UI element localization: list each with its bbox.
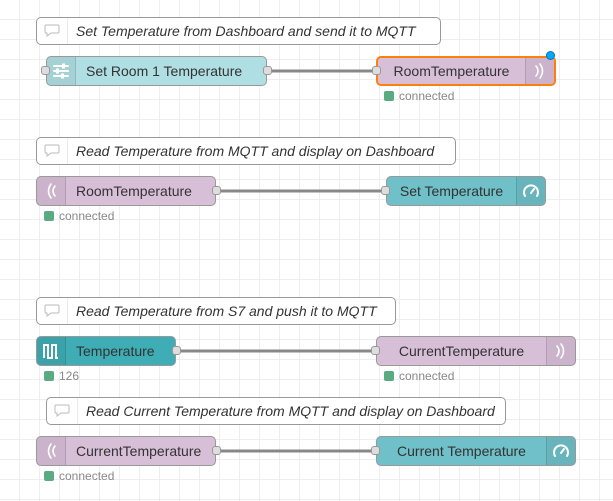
node-label: RoomTemperature [393,63,510,79]
input-port[interactable] [381,186,390,195]
status-value: 126 [44,369,79,383]
input-port[interactable] [371,346,380,355]
node-label: CurrentTemperature [398,343,525,359]
mqtt-out-node[interactable]: CurrentTemperature [371,336,576,366]
node-label: Set Room 1 Temperature [86,63,243,79]
bridge-icon [37,437,66,465]
bridge-icon [546,337,575,365]
status-connected: connected [44,469,114,483]
bridge-icon [37,177,66,205]
mqtt-in-node[interactable]: CurrentTemperature [36,436,221,466]
comment-icon [37,18,68,44]
comment-text: Set Temperature from Dashboard and send … [76,23,416,39]
gauge-icon [516,177,545,205]
comment-node[interactable]: Set Temperature from Dashboard and send … [36,17,441,45]
s7-in-node[interactable]: Temperature [36,336,181,366]
status-dot [44,211,54,221]
input-port[interactable] [372,66,381,75]
output-port[interactable] [172,346,181,355]
gauge-node[interactable]: Current Temperature [371,436,576,466]
node-label: CurrentTemperature [76,443,202,459]
output-port[interactable] [212,186,221,195]
gauge-node[interactable]: Set Temperature [381,176,546,206]
output-port[interactable] [263,66,272,75]
status-text: connected [59,469,115,483]
comment-node[interactable]: Read Temperature from S7 and push it to … [36,297,396,325]
output-port[interactable] [212,446,221,455]
changed-indicator [546,51,555,60]
comment-icon [37,298,68,324]
status-text: connected [399,89,455,103]
gauge-icon [546,437,575,465]
pulse-icon [37,337,66,365]
status-connected: connected [44,209,114,223]
mqtt-in-node[interactable]: RoomTemperature [36,176,221,206]
comment-icon [47,398,78,424]
slider-icon [47,57,76,85]
status-dot [384,91,394,101]
status-connected: connected [384,89,454,103]
node-label: Set Temperature [399,183,504,199]
comment-node[interactable]: Read Temperature from MQTT and display o… [36,137,456,165]
input-port[interactable] [371,446,380,455]
status-dot [384,371,394,381]
comment-icon [37,138,68,164]
comment-text: Read Current Temperature from MQTT and d… [86,403,495,419]
status-dot [44,471,54,481]
status-text: connected [399,369,455,383]
mqtt-out-node[interactable]: RoomTemperature [372,56,556,86]
input-port[interactable] [41,66,50,75]
slider-node[interactable]: Set Room 1 Temperature [41,56,272,86]
comment-text: Read Temperature from MQTT and display o… [76,143,435,159]
node-label: Temperature [76,343,155,359]
status-text: 126 [59,369,80,383]
comment-text: Read Temperature from S7 and push it to … [76,303,377,319]
status-connected: connected [384,369,454,383]
comment-node[interactable]: Read Current Temperature from MQTT and d… [46,397,506,425]
node-label: Current Temperature [397,443,526,459]
status-text: connected [59,209,115,223]
bridge-icon [525,58,554,84]
node-label: RoomTemperature [76,183,192,199]
status-dot [44,371,54,381]
